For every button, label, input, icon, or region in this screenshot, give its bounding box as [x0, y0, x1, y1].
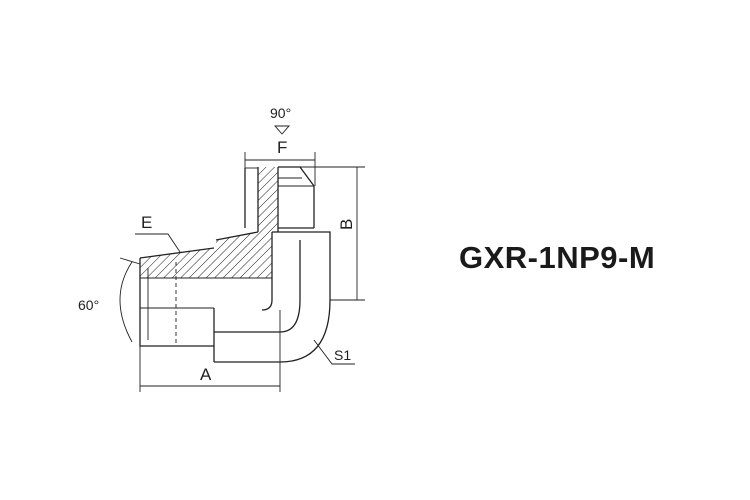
- flare-angle-symbol: 90°: [270, 105, 291, 135]
- hatched-section: [140, 167, 278, 278]
- thread-angle: 60°: [78, 257, 141, 343]
- dim-e: E: [135, 213, 181, 253]
- dim-s1-label: S1: [334, 347, 351, 363]
- flare-end: [244, 166, 331, 240]
- flare-angle-label: 90°: [270, 105, 291, 121]
- dim-f: F: [244, 138, 316, 186]
- dim-a: A: [139, 310, 281, 392]
- dim-b: B: [300, 166, 365, 301]
- dim-e-label: E: [141, 213, 152, 232]
- dim-b-label: B: [337, 219, 356, 230]
- part-code: GXR-1NP9-M: [459, 240, 656, 275]
- dim-f-label: F: [277, 138, 287, 157]
- thread-angle-label: 60°: [78, 297, 99, 313]
- dim-a-label: A: [200, 365, 212, 384]
- dim-s1: S1: [313, 339, 355, 365]
